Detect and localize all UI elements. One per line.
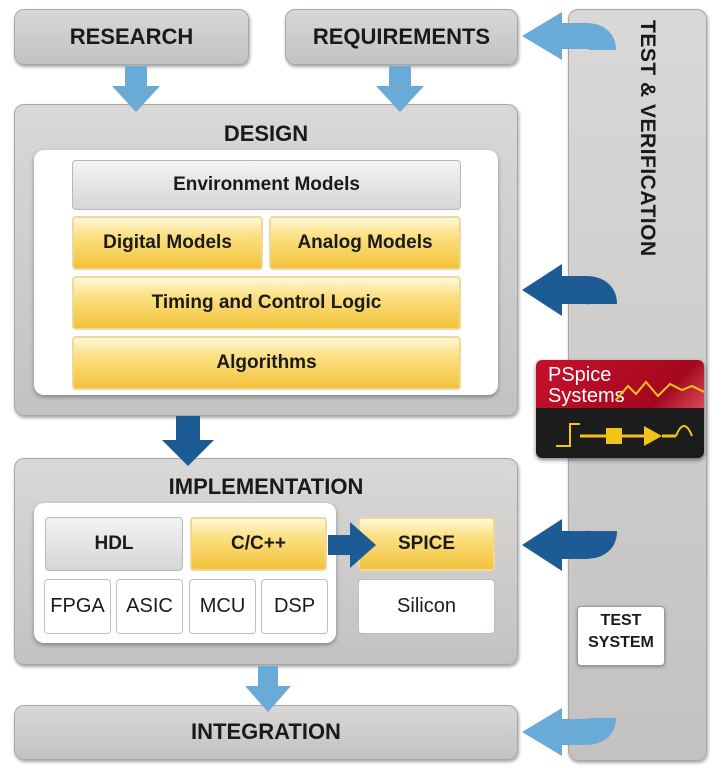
feedback-to-spice xyxy=(560,529,617,559)
analog-models: Analog Models xyxy=(269,216,461,270)
logo-red-band xyxy=(536,360,704,408)
research-box xyxy=(14,9,249,65)
feedback-to-requirements xyxy=(560,23,616,52)
test-system-label-1: TEST xyxy=(600,612,642,629)
silicon-cell: Silicon xyxy=(358,579,495,634)
hdl-block: HDL xyxy=(45,517,183,571)
design-title: DESIGN xyxy=(223,121,309,146)
arrow-requirements-design xyxy=(376,66,424,112)
integration-label: INTEGRATION xyxy=(191,719,341,744)
digital-models: Digital Models xyxy=(72,216,263,270)
feedback-to-integration xyxy=(560,716,616,745)
logo-line-1: PSpice xyxy=(548,364,612,386)
arrowhead-design xyxy=(522,264,562,316)
mcu-cell: MCU xyxy=(189,579,256,634)
dsp-cell: DSP xyxy=(261,579,328,634)
feedback-to-design xyxy=(560,276,617,306)
asic-cell: ASIC xyxy=(116,579,183,634)
test-verification-label: TEST & VERIFICATION xyxy=(636,20,659,257)
c-cpp-block: C/C++ xyxy=(190,517,327,571)
research-label: RESEARCH xyxy=(69,24,194,49)
arrow-c-to-spice xyxy=(328,522,376,568)
arrow-design-implementation xyxy=(162,416,214,466)
test-system-box xyxy=(577,606,665,666)
requirements-label: REQUIREMENTS xyxy=(312,24,491,49)
arrow-implementation-integration xyxy=(245,666,291,712)
fpga-cell: FPGA xyxy=(44,579,111,634)
pspice-systems-logo: PSpice Systems xyxy=(536,360,704,458)
environment-models: Environment Models xyxy=(72,160,461,210)
waveform-icon xyxy=(556,380,704,447)
timing-control-logic: Timing and Control Logic xyxy=(72,276,461,330)
test-system-label-2: SYSTEM xyxy=(588,634,654,651)
arrowhead-implementation xyxy=(522,519,562,571)
requirements-box xyxy=(285,9,518,65)
arrow-research-design xyxy=(112,66,160,112)
algorithms: Algorithms xyxy=(72,336,461,390)
logo-line-2: Systems xyxy=(548,385,625,407)
arrowhead-integration xyxy=(522,708,562,756)
implementation-title: IMPLEMENTATION xyxy=(168,474,364,499)
arrowhead-requirements xyxy=(522,12,562,60)
